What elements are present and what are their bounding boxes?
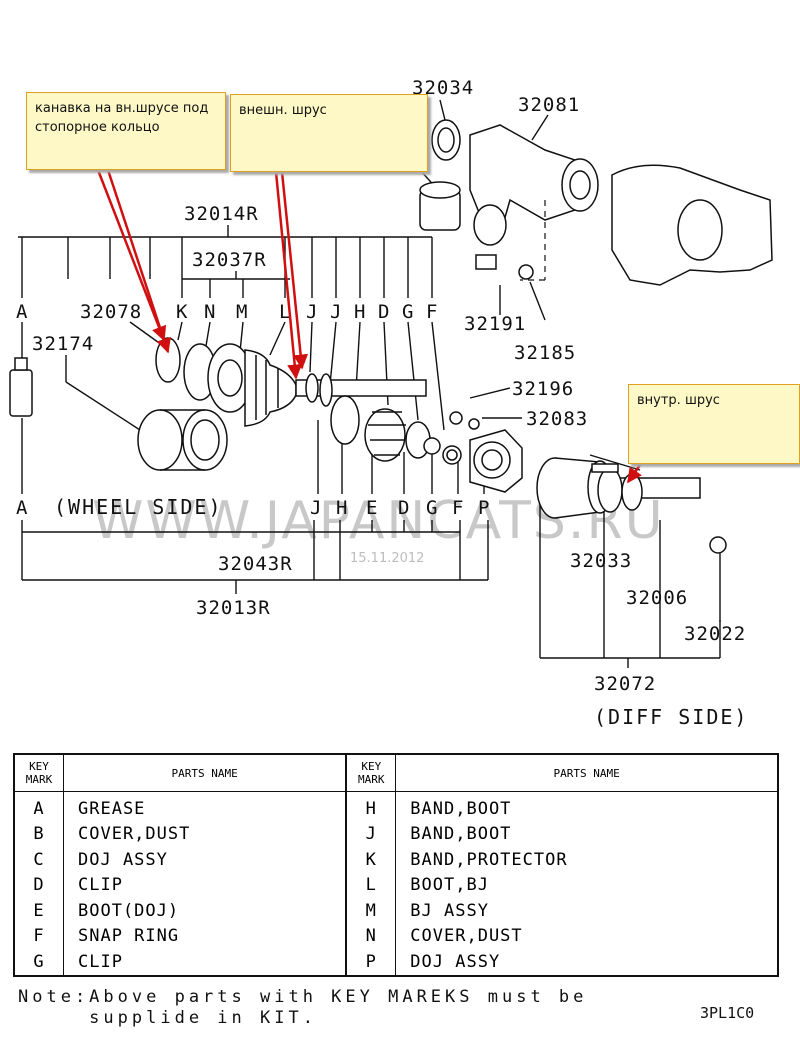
legend-row: A GREASE H BAND,BOOT — [14, 791, 778, 822]
legend-name: BOOT(DOJ) — [63, 898, 348, 924]
key-letter: A — [16, 301, 28, 323]
label-32013R: 32013R — [196, 597, 271, 619]
label-32006: 32006 — [626, 587, 688, 609]
legend-name: CLIP — [63, 949, 348, 976]
legend-key: A — [14, 791, 64, 822]
legend-header-key: KEY MARK — [13, 753, 64, 792]
label-32043R: 32043R — [218, 553, 293, 575]
key-letter: H — [354, 301, 366, 323]
legend-name: BAND,PROTECTOR — [410, 849, 568, 870]
legend-header-row: KEY MARK PARTS NAME KEY MARK PARTS NAME — [13, 753, 779, 792]
key-letter: E — [366, 497, 378, 519]
key-letter: M — [236, 301, 248, 323]
legend-name: BOOT,BJ — [410, 875, 489, 896]
legend-name: DOJ ASSY — [63, 847, 348, 873]
legend-key: B — [14, 821, 64, 847]
label-32072: 32072 — [594, 673, 656, 695]
label-32022: 32022 — [684, 623, 746, 645]
legend-row: G CLIP P DOJ ASSY — [14, 949, 778, 976]
annotation-groove: канавка на вн.шрусе под стопорное кольцо — [26, 92, 226, 170]
label-32196: 32196 — [512, 378, 574, 400]
kit-note-line2: supplide in KIT. — [18, 1008, 317, 1028]
key-letter: G — [402, 301, 414, 323]
label-32078: 32078 — [80, 301, 142, 323]
legend-header-name: PARTS NAME — [395, 753, 779, 792]
legend-name: DOJ ASSY — [410, 951, 501, 972]
key-letter: F — [426, 301, 438, 323]
key-letter: J — [310, 497, 322, 519]
parts-legend-table: KEY MARK PARTS NAME KEY MARK PARTS NAME … — [13, 753, 779, 977]
key-letter: K — [176, 301, 188, 323]
kit-note-line1: Note:Above parts with KEY MAREKS must be — [18, 987, 588, 1007]
key-letters-top: A K N M L J J H D G F — [16, 301, 438, 323]
legend-name: CLIP — [63, 872, 348, 898]
legend-key: K — [346, 847, 397, 873]
legend-name: GREASE — [63, 791, 348, 822]
legend-row: E BOOT(DOJ) M BJ ASSY — [14, 898, 778, 924]
legend-header-key: KEY MARK — [345, 753, 397, 792]
dashed-guides — [520, 200, 546, 281]
key-letter: J — [306, 301, 318, 323]
legend-key: L — [346, 872, 397, 898]
legend-key: J — [346, 821, 397, 847]
annotation-groove-text: канавка на вн.шрусе под стопорное кольцо — [35, 101, 209, 135]
key-letter: F — [452, 497, 464, 519]
legend-name: BJ ASSY — [410, 900, 489, 921]
legend-name: BAND,BOOT — [410, 798, 512, 819]
key-letter: G — [426, 497, 438, 519]
legend-row: F SNAP RING N COVER,DUST — [14, 923, 778, 949]
key-letter: D — [378, 301, 390, 323]
legend-key: G — [14, 949, 64, 976]
label-32034: 32034 — [412, 77, 474, 99]
legend-key: F — [14, 923, 64, 949]
legend-header-name: PARTS NAME — [63, 753, 348, 792]
legend-key: H — [346, 791, 397, 822]
legend-row: D CLIP L BOOT,BJ — [14, 872, 778, 898]
label-32083: 32083 — [526, 408, 588, 430]
legend-key: M — [346, 898, 397, 924]
annotation-inner-cv: внутр. шрус — [628, 384, 800, 464]
label-32033: 32033 — [570, 550, 632, 572]
wheel-side-label: (WHEEL SIDE) — [54, 495, 223, 519]
diff-side-label: (DIFF SIDE) — [594, 705, 748, 729]
legend-name: BAND,BOOT — [410, 824, 512, 845]
key-letter: L — [279, 301, 291, 323]
key-letter: J — [330, 301, 342, 323]
label-32037R: 32037R — [192, 249, 267, 271]
legend-name: COVER,DUST — [63, 821, 348, 847]
label-32174: 32174 — [32, 333, 94, 355]
legend-row: B COVER,DUST J BAND,BOOT — [14, 821, 778, 847]
annotation-outer-cv: внешн. шрус — [230, 94, 428, 172]
key-letter: N — [204, 301, 216, 323]
key-letter: D — [398, 497, 410, 519]
key-letters-bottom: A J H E D G F P — [16, 497, 490, 519]
key-letter: H — [336, 497, 348, 519]
annotation-outer-cv-text: внешн. шрус — [239, 103, 327, 118]
date-stamp: 15.11.2012 — [350, 551, 424, 566]
annotation-arrows — [96, 169, 642, 484]
label-32191: 32191 — [464, 313, 526, 335]
label-32185: 32185 — [514, 342, 576, 364]
legend-key: C — [14, 847, 64, 873]
key-letter: P — [478, 497, 490, 519]
legend-key: E — [14, 898, 64, 924]
legend-key: P — [346, 949, 397, 976]
diagram-code: 3PL1C0 — [700, 1004, 755, 1022]
legend-name: SNAP RING — [63, 923, 348, 949]
legend-key: D — [14, 872, 64, 898]
annotation-inner-cv-text: внутр. шрус — [637, 393, 720, 408]
part-drawings — [9, 119, 773, 554]
legend-row: C DOJ ASSY K BAND,PROTECTOR — [14, 847, 778, 873]
label-32081: 32081 — [518, 94, 580, 116]
label-32014R: 32014R — [184, 203, 259, 225]
legend-name: COVER,DUST — [410, 926, 523, 947]
legend-key: N — [346, 923, 397, 949]
kit-note: Note:Above parts with KEY MAREKS must be… — [18, 987, 587, 1029]
key-letter: A — [16, 497, 28, 519]
